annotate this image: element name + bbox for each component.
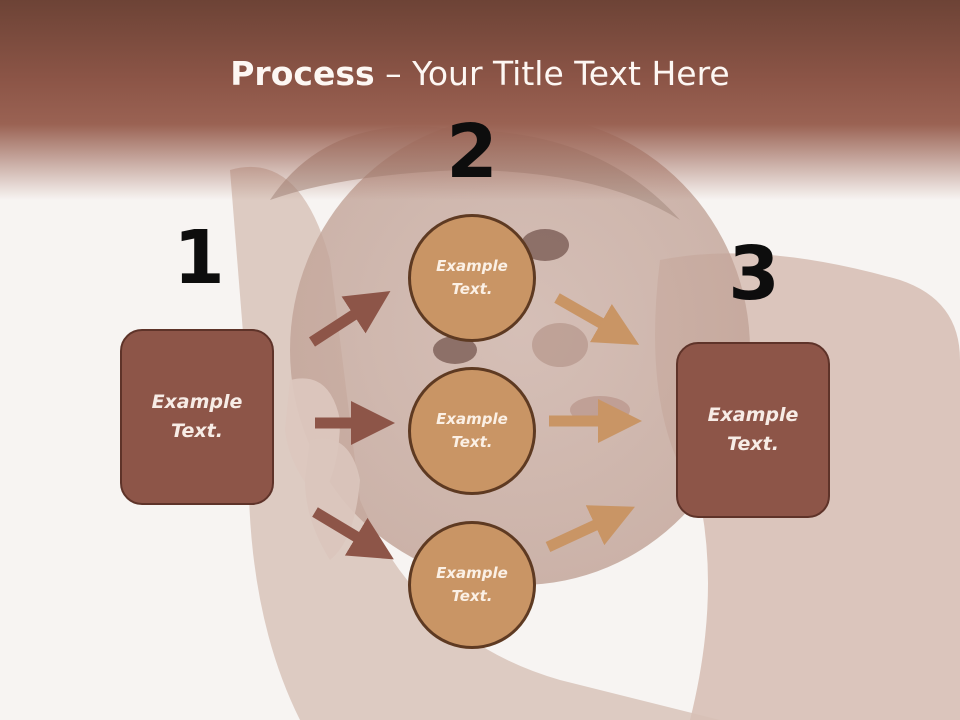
circle-bottom-line1: Example xyxy=(436,564,508,582)
arrow-right-up xyxy=(554,293,640,345)
circle-bottom-line2: Text. xyxy=(451,587,493,605)
step-2-circle-top: Example Text. xyxy=(408,214,536,342)
step-3-line1: Example xyxy=(707,404,799,426)
circle-top-line1: Example xyxy=(436,257,508,275)
arrow-right-down xyxy=(545,505,635,552)
step-1-box: Example Text. xyxy=(120,329,274,505)
step-1-line2: Text. xyxy=(171,420,223,442)
step-2-circle-middle: Example Text. xyxy=(408,367,536,495)
title-bold: Process xyxy=(230,54,375,93)
circle-top-line2: Text. xyxy=(451,280,493,298)
step-number-1: 1 xyxy=(173,215,225,301)
step-1-line1: Example xyxy=(151,391,243,413)
circle-middle-line2: Text. xyxy=(451,433,493,451)
arrow-left-up xyxy=(309,291,391,347)
slide-title: Process – Your Title Text Here xyxy=(0,52,960,96)
title-bar xyxy=(0,0,960,200)
step-3-line2: Text. xyxy=(727,433,779,455)
step-number-2: 2 xyxy=(446,109,498,195)
arrow-left-down xyxy=(312,507,394,560)
step-number-3: 3 xyxy=(728,231,780,317)
circle-middle-line1: Example xyxy=(436,410,508,428)
step-3-box: Example Text. xyxy=(676,342,830,518)
step-2-circle-bottom: Example Text. xyxy=(408,521,536,649)
title-rest: – Your Title Text Here xyxy=(374,54,730,93)
